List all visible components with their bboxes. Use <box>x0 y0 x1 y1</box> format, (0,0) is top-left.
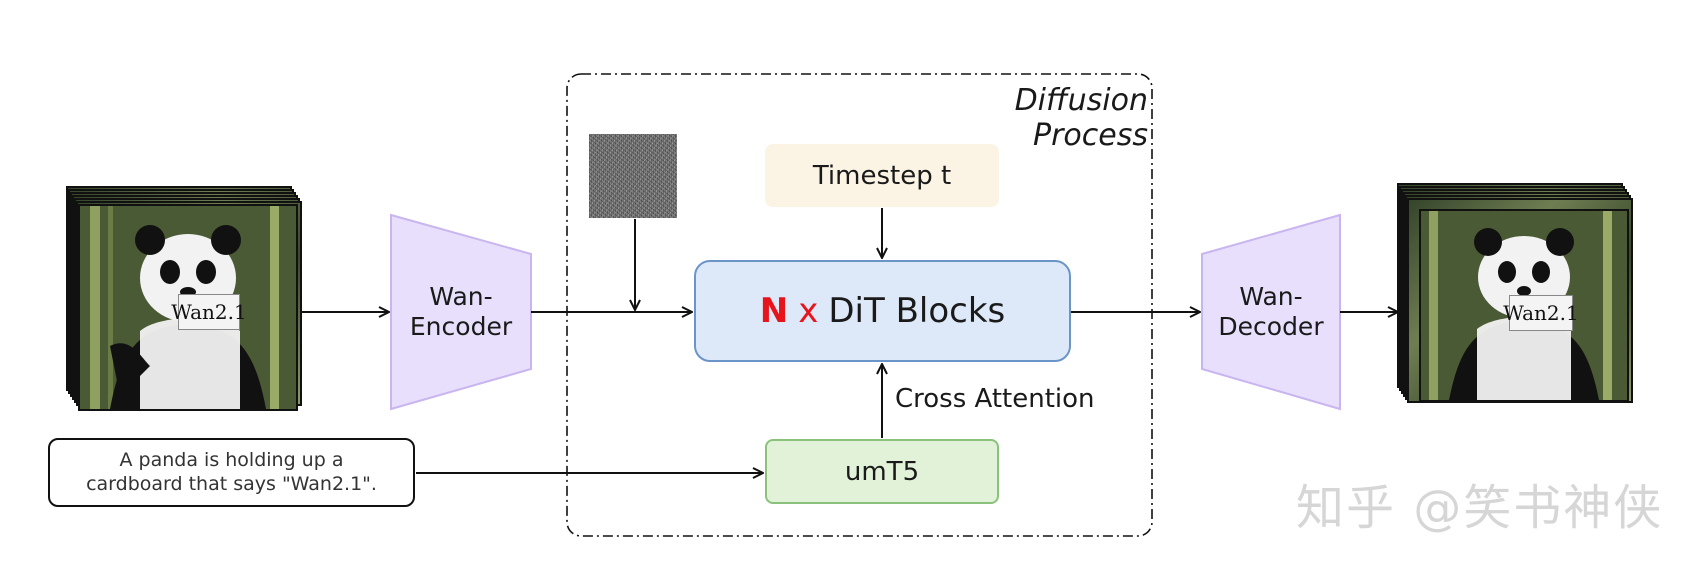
umt5-box: umT5 <box>765 439 999 504</box>
diffusion-region-border <box>566 73 1153 537</box>
wan-decoder-label: Wan- Decoder <box>1218 282 1324 341</box>
text-prompt: A panda is holding up a cardboard that s… <box>86 448 377 495</box>
output-sign: Wan2.1 <box>1503 295 1579 331</box>
wan-encoder-label: Wan- Encoder <box>409 282 513 341</box>
panda-image <box>80 206 296 409</box>
noise-latent-image <box>589 134 677 218</box>
umt5-label: umT5 <box>844 456 920 487</box>
text-prompt-box: A panda is holding up a cardboard that s… <box>48 438 415 507</box>
dit-blocks-label: DiT Blocks <box>828 291 1006 331</box>
cross-attention-label: Cross Attention <box>895 384 1095 414</box>
timestep-label: Timestep t <box>812 160 952 191</box>
diffusion-process-title: Diffusion Process <box>1014 83 1148 153</box>
timestep-box: Timestep t <box>765 144 999 207</box>
wan-decoder-shape <box>1201 213 1341 411</box>
input-sign: Wan2.1 <box>171 294 247 330</box>
wan-encoder-shape <box>390 213 532 411</box>
dit-count-n: N <box>759 291 789 331</box>
dit-blocks-box: N x DiT Blocks <box>694 260 1071 362</box>
panda-image <box>1421 211 1627 400</box>
watermark-text: 知乎 @笑书神侠 <box>1296 480 1664 536</box>
dit-multiply-x: x <box>798 291 819 331</box>
